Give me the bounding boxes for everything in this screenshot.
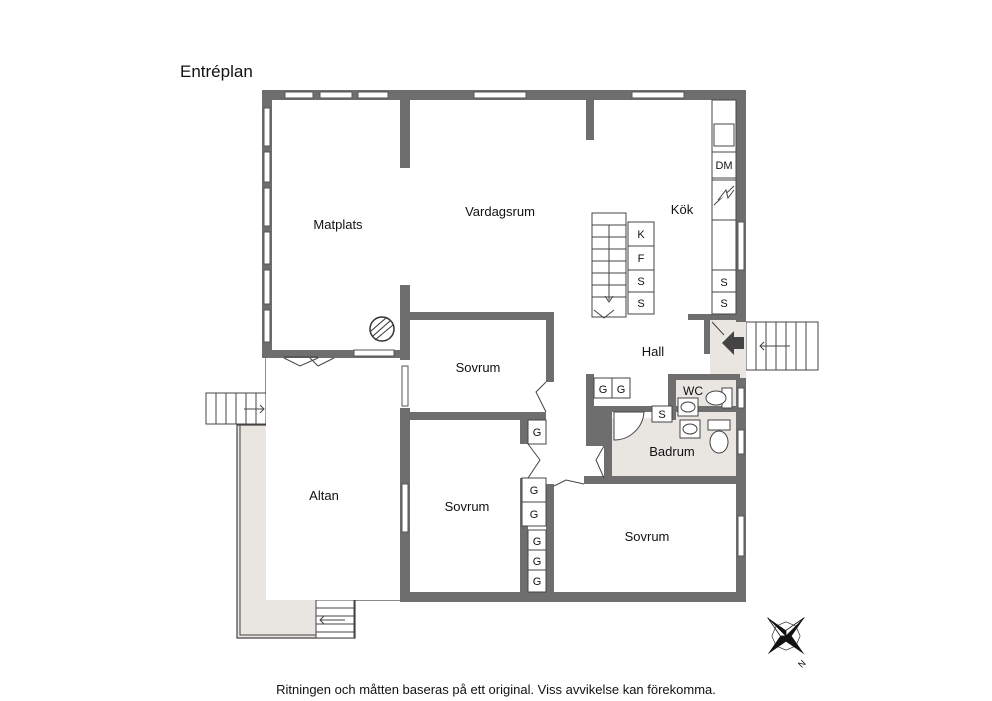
closet-g-label: G	[530, 485, 539, 497]
room-label-sovrum: Sovrum	[456, 360, 501, 375]
windows	[263, 91, 745, 557]
room-label-vardagsrum: Vardagsrum	[465, 204, 535, 219]
altan-stairs-left	[205, 392, 267, 425]
room-label-matplats: Matplats	[313, 217, 363, 232]
wc-fixtures	[677, 387, 733, 417]
room-label-kok: Kök	[671, 202, 694, 217]
room-label-hall: Hall	[642, 344, 665, 359]
room-label-sovrum: Sovrum	[445, 499, 490, 514]
interior-stairs	[591, 212, 627, 318]
hall-g-label: G	[617, 384, 626, 396]
doors	[527, 309, 615, 487]
closet-k-label: K	[637, 229, 645, 241]
bath-s-label: S	[658, 409, 665, 421]
entry-stairs	[745, 321, 819, 371]
closet-g-label: G	[530, 509, 539, 521]
altan-door	[283, 356, 335, 367]
dishwasher-label: DM	[715, 160, 732, 172]
disclaimer-text: Ritningen och måtten baseras på ett orig…	[276, 682, 716, 697]
badrum-fixtures	[613, 405, 731, 454]
plan-title: Entréplan	[180, 62, 253, 81]
kok-s-label: S	[720, 298, 727, 310]
closet-g-label: G	[533, 576, 542, 588]
closet-g-label: G	[533, 427, 542, 439]
closet-g-label: G	[533, 536, 542, 548]
entry-arrow-icon	[711, 321, 744, 355]
closet-f-label: F	[638, 253, 645, 265]
sovrum-closets	[521, 419, 547, 593]
room-label-sovrum: Sovrum	[625, 529, 670, 544]
kok-s-label: S	[720, 277, 727, 289]
room-label-badrum: Badrum	[649, 444, 695, 459]
entry-floor	[710, 320, 746, 380]
kitchen-closets	[627, 221, 655, 315]
compass-icon	[767, 617, 805, 655]
kitchen-counter	[711, 99, 737, 315]
hall-g-label: G	[599, 384, 608, 396]
hall-closets	[593, 377, 631, 399]
fireplace-icon	[369, 316, 395, 342]
closet-s-label: S	[637, 298, 644, 310]
closet-g-label: G	[533, 556, 542, 568]
room-label-altan: Altan	[309, 488, 339, 503]
closet-s-label: S	[637, 276, 644, 288]
altan-stairs-bottom	[315, 599, 355, 639]
compass-north-label: N	[796, 658, 808, 670]
room-label-wc: WC	[683, 384, 703, 398]
